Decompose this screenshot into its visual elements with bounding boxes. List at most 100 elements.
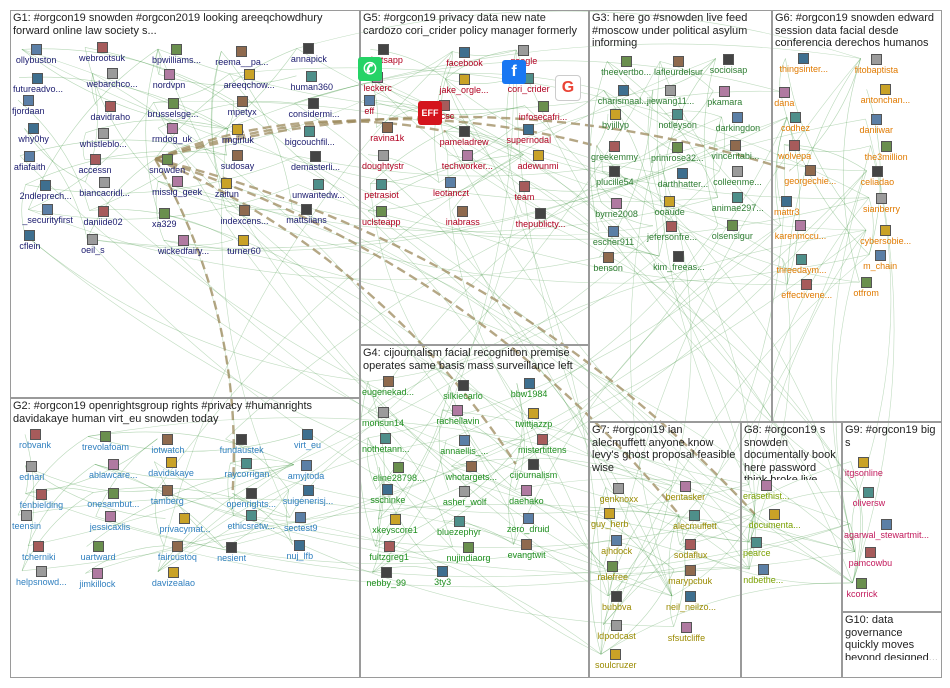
node-g1-32[interactable]: xa329 [152, 207, 176, 230]
node-g4-11[interactable]: cijournalism [510, 459, 557, 481]
node-g2-22[interactable]: faircustoq [158, 540, 197, 563]
node-g7-5[interactable]: sodaflux [674, 539, 707, 561]
node-g2-8[interactable]: raycorrigan [224, 458, 269, 480]
node-g4-6[interactable]: nothetann... [362, 432, 410, 455]
node-g3-18[interactable]: escher911 [593, 225, 634, 248]
node-g9-0[interactable]: itgsonline [845, 456, 883, 479]
node-g9-1[interactable]: oliversw [853, 486, 885, 509]
node-g2-10[interactable]: fenbielding [20, 488, 63, 511]
node-g6-7[interactable]: the3million [865, 140, 908, 163]
node-g5-13[interactable]: techworker... [442, 149, 493, 172]
node-g1-8[interactable]: areeqchow... [224, 68, 275, 91]
node-g2-23[interactable]: nesient [217, 542, 246, 564]
node-g7-8[interactable]: bubbva [602, 590, 632, 613]
node-g3-10[interactable]: primrose32... [651, 141, 704, 164]
node-g5-1[interactable]: facebook [446, 46, 483, 69]
node-g1-6[interactable]: webarchco... [87, 68, 138, 90]
node-g5-0[interactable]: whatsapp [364, 44, 403, 66]
node-g3-14[interactable]: colleenme... [713, 166, 762, 188]
node-g4-14[interactable]: daehako [509, 484, 544, 507]
node-g5-4[interactable]: jake_orgle... [440, 73, 489, 96]
node-g1-33[interactable]: indexcens... [221, 205, 269, 227]
node-g4-9[interactable]: eline28798... [373, 462, 424, 484]
node-g6-13[interactable]: cybersobie... [860, 225, 911, 247]
node-g1-17[interactable]: rmdog_uk [152, 123, 192, 145]
node-g1-20[interactable]: afiafaith [14, 150, 45, 173]
node-g8-3[interactable]: ndbethe... [743, 564, 783, 586]
node-g1-35[interactable]: cflein [19, 230, 40, 252]
node-g1-5[interactable]: futureadvo... [13, 72, 63, 95]
node-g1-28[interactable]: zaitun [215, 178, 239, 200]
node-g6-16[interactable]: effectivene... [781, 279, 832, 301]
node-g2-3[interactable]: fundaustek [220, 433, 264, 456]
node-g3-20[interactable]: olsensigur [712, 220, 753, 242]
node-g7-11[interactable]: sfsutcliffe [668, 621, 705, 644]
node-g3-2[interactable]: socioisap [710, 53, 747, 76]
node-g6-9[interactable]: celiadao [861, 165, 894, 188]
node-g4-21[interactable]: nebby_99 [366, 567, 406, 589]
node-g2-9[interactable]: amyjtoda [288, 459, 324, 482]
node-g5-19[interactable]: inabrass [446, 205, 480, 228]
node-g1-1[interactable]: webrootsuk [79, 42, 125, 64]
node-g1-2[interactable]: bpwilliams... [152, 44, 201, 66]
node-g5-6[interactable]: eff [363, 95, 375, 117]
node-g1-16[interactable]: whistleblo... [80, 127, 127, 150]
node-g1-13[interactable]: mpetyx [228, 95, 257, 118]
node-g2-21[interactable]: uartward [81, 541, 116, 563]
node-g9-2[interactable]: agarwal_stewartmit... [844, 518, 929, 541]
node-g1-18[interactable]: rmgirluk [222, 123, 254, 146]
node-g4-19[interactable]: nujindiaorg [447, 541, 491, 564]
node-g1-19[interactable]: bigcouchfil... [285, 126, 335, 148]
node-g1-4[interactable]: annapick [291, 43, 327, 65]
node-g1-22[interactable]: snowden [149, 153, 185, 176]
node-g1-14[interactable]: considermi... [288, 98, 340, 120]
node-g6-11[interactable]: sianberry [863, 192, 900, 215]
node-g3-15[interactable]: byrne2008 [595, 197, 638, 220]
node-g1-36[interactable]: oeil_s [81, 234, 105, 256]
node-g6-10[interactable]: mattr3 [774, 196, 800, 218]
node-g1-3[interactable]: reema__pa... [215, 46, 268, 68]
node-g3-12[interactable]: plucille54 [596, 166, 634, 188]
node-g5-16[interactable]: leotanczt [433, 177, 469, 199]
node-g1-25[interactable]: 2ndleprech... [20, 179, 72, 202]
node-g1-31[interactable]: daniide02 [84, 205, 123, 228]
node-g4-1[interactable]: silkiecarlo [443, 380, 483, 402]
node-g4-18[interactable]: fultzgreg1 [369, 541, 409, 563]
node-g7-10[interactable]: ldpodcast [597, 619, 636, 642]
node-g4-22[interactable]: 3ty3 [434, 565, 451, 588]
node-g8-0[interactable]: erasethist... [743, 479, 790, 502]
node-g4-5[interactable]: twittjazzp [515, 407, 552, 430]
node-g7-7[interactable]: marypcbuk [668, 564, 712, 587]
node-g4-3[interactable]: monsun14 [362, 407, 404, 429]
node-g6-0[interactable]: thingsinter... [779, 53, 828, 75]
node-g3-9[interactable]: greekemmy [591, 141, 638, 163]
node-g6-14[interactable]: threedaym... [776, 253, 827, 276]
node-g7-1[interactable]: bentasker [666, 480, 705, 503]
node-g3-22[interactable]: kim_freeas... [653, 251, 705, 273]
node-g5-14[interactable]: adewunmi [517, 149, 559, 172]
node-g7-12[interactable]: soulcruzer [595, 649, 636, 671]
node-g2-27[interactable]: davizealao [152, 566, 195, 589]
node-g2-20[interactable]: tcherniki [22, 540, 56, 563]
node-g3-16[interactable]: ooaude [655, 195, 685, 218]
node-g3-13[interactable]: darthhatter... [658, 168, 708, 190]
node-g2-1[interactable]: trevolafoam [82, 431, 129, 453]
node-g2-15[interactable]: teensin [12, 510, 41, 532]
node-g4-0[interactable]: eugenekad... [362, 376, 414, 398]
node-g6-8[interactable]: georgechie... [784, 165, 836, 187]
node-g6-4[interactable]: codhez [781, 112, 810, 134]
node-g2-11[interactable]: onesambut... [87, 487, 139, 510]
node-g1-9[interactable]: human360 [290, 70, 333, 93]
node-g3-3[interactable]: charismaal... [598, 85, 649, 107]
node-g1-7[interactable]: nordvpn [153, 69, 185, 91]
node-g6-5[interactable]: daniiwar [860, 114, 893, 136]
node-g5-12[interactable]: doughtystr [362, 149, 404, 172]
node-g1-34[interactable]: mattsiians [286, 203, 327, 226]
node-g2-7[interactable]: davidakaye [148, 456, 194, 479]
node-g2-14[interactable]: suigenerisj... [283, 485, 333, 507]
node-g4-17[interactable]: zero_druid [507, 512, 549, 535]
node-g4-8[interactable]: mistertittens [518, 434, 567, 456]
node-g4-7[interactable]: annaellis_... [440, 435, 488, 457]
node-g5-15[interactable]: petrasiot [364, 178, 399, 201]
node-g4-16[interactable]: bluezephyr [437, 515, 481, 538]
